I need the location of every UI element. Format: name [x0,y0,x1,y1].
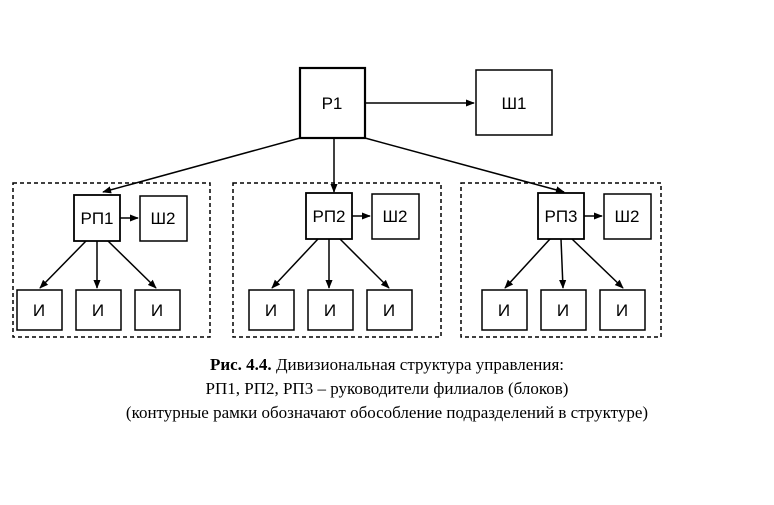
node-i-3-3: И [599,289,646,331]
caption-line-2: РП1, РП2, РП3 – руководители филиалов (б… [205,379,569,398]
node-i-label: И [324,301,336,320]
node-sh2-1: Ш2 [139,195,188,242]
node-sh2-1-label: Ш2 [150,209,175,228]
node-i-label: И [616,301,628,320]
node-i-1-3: И [134,289,181,331]
connectors [39,99,624,289]
node-sh2-2-label: Ш2 [382,207,407,226]
node-i-2-3: И [366,289,413,331]
caption-label: Рис. 4.4. [209,355,272,374]
node-i-3-2: И [540,289,587,331]
node-rp2-label: РП2 [312,207,345,226]
division-frame-3 [460,182,662,338]
node-i-1-2: И [75,289,122,331]
division-frame-1 [12,182,211,338]
node-i-1-1: И [16,289,63,331]
node-sh2-2: Ш2 [371,193,420,240]
node-i-2-2: И [307,289,354,331]
node-rp1: РП1 [73,194,121,242]
division-frame-2 [232,182,442,338]
node-sh1: Ш1 [475,69,553,136]
node-sh2-3: Ш2 [603,193,652,240]
node-p1-label: Р1 [322,94,343,113]
node-i-label: И [498,301,510,320]
node-rp3: РП3 [537,192,585,240]
node-i-3-1: И [481,289,528,331]
node-i-label: И [151,301,163,320]
node-rp1-label: РП1 [80,209,113,228]
node-i-label: И [383,301,395,320]
node-i-2-1: И [248,289,295,331]
node-rp2: РП2 [305,192,353,240]
caption-title: Дивизиональная структура управления: [275,355,565,374]
node-rp3-label: РП3 [544,207,577,226]
node-sh2-3-label: Ш2 [614,207,639,226]
node-i-label: И [33,301,45,320]
node-i-label: И [557,301,569,320]
node-p1: Р1 [298,66,367,140]
caption-line-1: Рис. 4.4. Дивизиональная структура управ… [0,355,774,375]
node-i-label: И [92,301,104,320]
caption-line-3: (контурные рамки обозначают обособление … [125,403,649,422]
node-i-label: И [265,301,277,320]
node-sh1-label: Ш1 [501,94,526,113]
